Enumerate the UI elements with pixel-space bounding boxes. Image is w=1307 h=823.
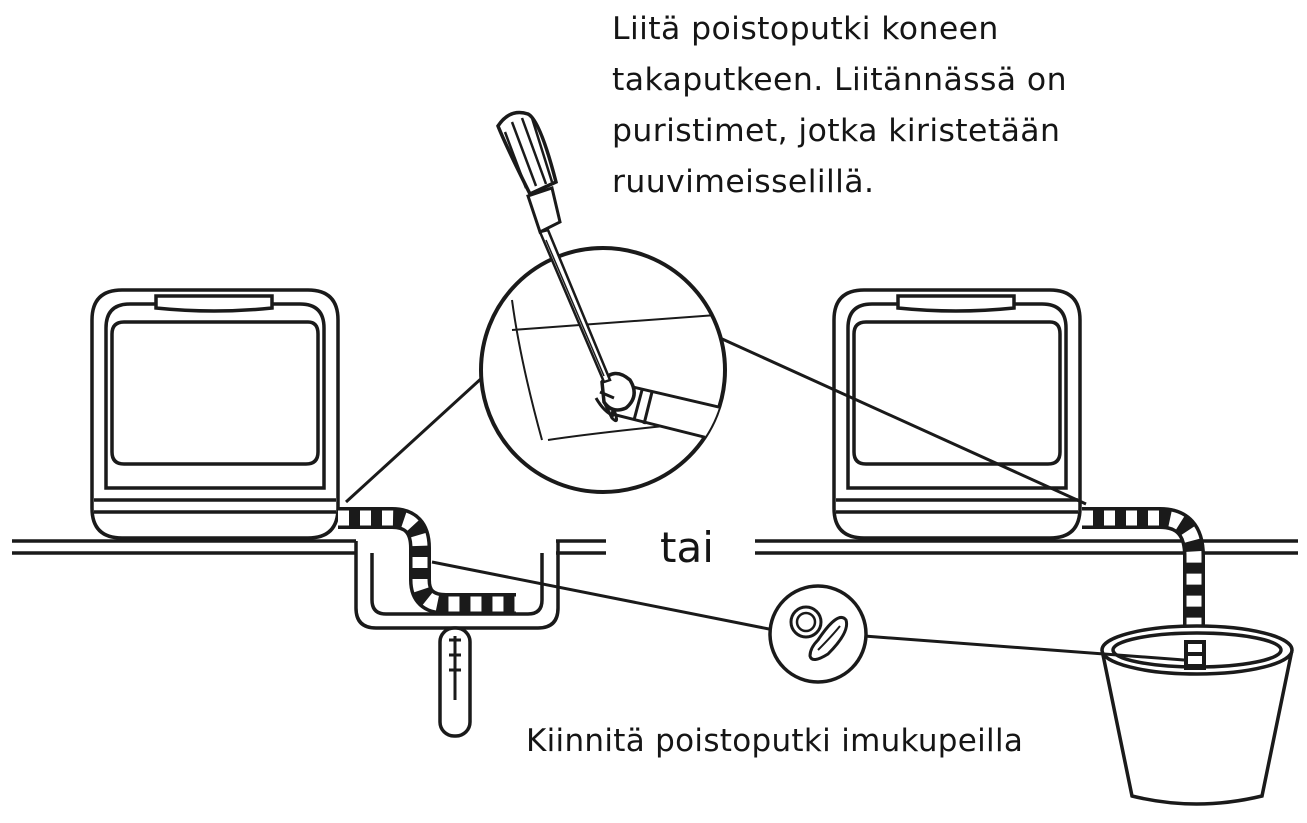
bucket-icon bbox=[1100, 624, 1294, 806]
countertop-left bbox=[12, 539, 606, 555]
drain-hose-right bbox=[1082, 507, 1205, 676]
drain-hose-left bbox=[338, 507, 516, 615]
instruction-top-line-1: Liitä poistoputki koneen bbox=[612, 11, 999, 47]
instruction-top: Liitä poistoputki koneen takaputkeen. Li… bbox=[612, 4, 1302, 208]
zoom-detail bbox=[479, 246, 727, 494]
or-separator: tai bbox=[660, 523, 714, 572]
instruction-bottom: Kiinnitä poistoputki imukupeilla bbox=[526, 723, 1024, 759]
instruction-top-line-2: takaputkeen. Liitännässä on bbox=[612, 62, 1067, 98]
instruction-top-line-3: puristimet, jotka kiristetään bbox=[612, 113, 1061, 149]
countertop-right bbox=[755, 539, 1298, 555]
suction-cup-icon bbox=[768, 584, 868, 684]
sink-icon bbox=[354, 541, 560, 738]
dishwasher-right bbox=[832, 288, 1082, 540]
dishwasher-left bbox=[90, 288, 340, 540]
instruction-top-line-4: ruuvimeisselillä. bbox=[612, 164, 875, 200]
leader-lines bbox=[344, 336, 1185, 662]
screwdriver-icon bbox=[496, 110, 612, 384]
